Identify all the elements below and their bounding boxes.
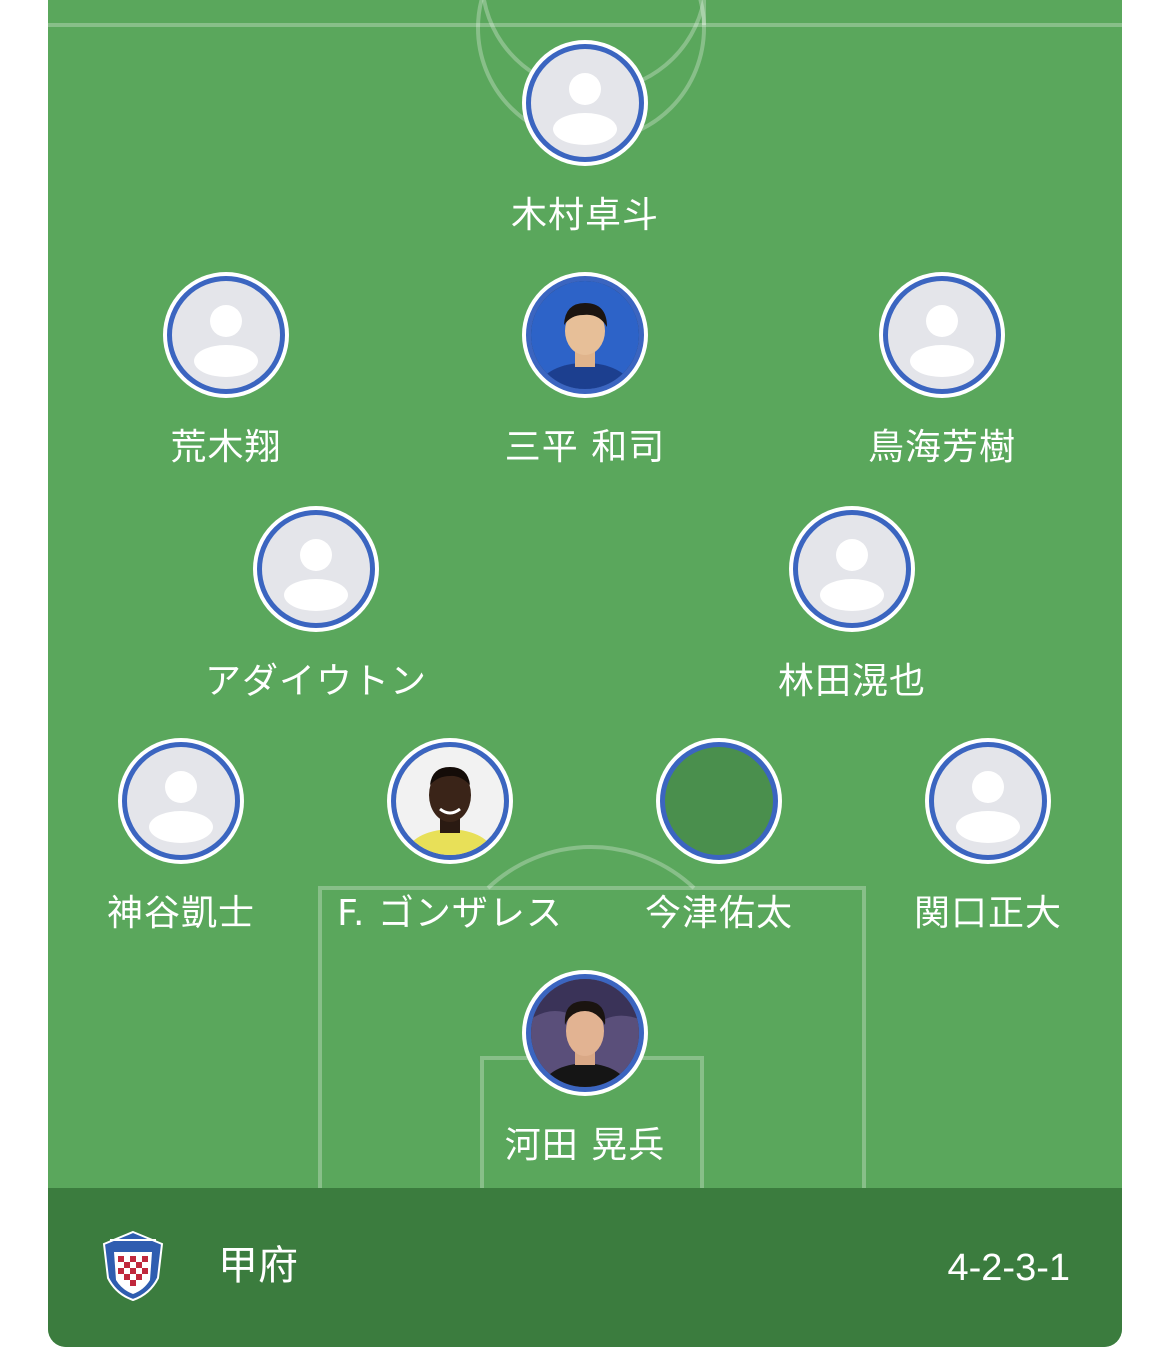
player-photo <box>391 742 509 860</box>
person-placeholder-icon <box>929 742 1047 860</box>
player-photo <box>526 276 644 394</box>
player-ram[interactable]: 鳥海芳樹 <box>822 276 1062 470</box>
player-rcb[interactable]: 今津佑太 <box>599 742 839 936</box>
player-name: 神谷凱士 <box>106 893 255 934</box>
person-placeholder-icon <box>257 510 375 628</box>
team-name: 甲府 <box>218 1243 298 1289</box>
player-cf[interactable]: 木村卓斗 <box>465 44 705 238</box>
person-placeholder-icon <box>167 276 285 394</box>
person-placeholder-icon <box>883 276 1001 394</box>
player-name: F. ゴンザレス <box>337 893 563 934</box>
player-name: 三平 和司 <box>504 427 666 468</box>
lineup-card: 木村卓斗 荒木翔 三平 和司 鳥海芳樹 アダイウトン <box>48 0 1122 1347</box>
formation-label: 4-2-3-1 <box>947 1247 1071 1289</box>
person-placeholder-icon <box>526 44 644 162</box>
player-name: 今津佑太 <box>644 893 793 934</box>
player-name: 河田 晃兵 <box>504 1125 666 1166</box>
player-rdm[interactable]: 林田滉也 <box>732 510 972 704</box>
player-name: 鳥海芳樹 <box>867 427 1016 468</box>
player-avatar-empty <box>660 742 778 860</box>
player-lcb[interactable]: F. ゴンザレス <box>330 742 570 936</box>
player-gk[interactable]: 河田 晃兵 <box>465 974 705 1168</box>
player-name: 荒木翔 <box>170 427 282 468</box>
player-name: 林田滉也 <box>777 661 926 702</box>
team-footer: 甲府 4-2-3-1 <box>48 1188 1122 1347</box>
player-name: 木村卓斗 <box>510 195 659 236</box>
player-cam[interactable]: 三平 和司 <box>465 276 705 470</box>
pitch-markings <box>48 0 1122 1188</box>
player-name: アダイウトン <box>204 661 427 702</box>
player-name: 関口正大 <box>913 893 1062 934</box>
player-lb[interactable]: 神谷凱士 <box>61 742 301 936</box>
person-placeholder-icon <box>793 510 911 628</box>
person-placeholder-icon <box>122 742 240 860</box>
club-crest-icon <box>100 1230 166 1302</box>
player-lam[interactable]: 荒木翔 <box>106 276 346 470</box>
player-rb[interactable]: 関口正大 <box>868 742 1108 936</box>
player-ldm[interactable]: アダイウトン <box>196 510 436 704</box>
player-photo <box>526 974 644 1092</box>
